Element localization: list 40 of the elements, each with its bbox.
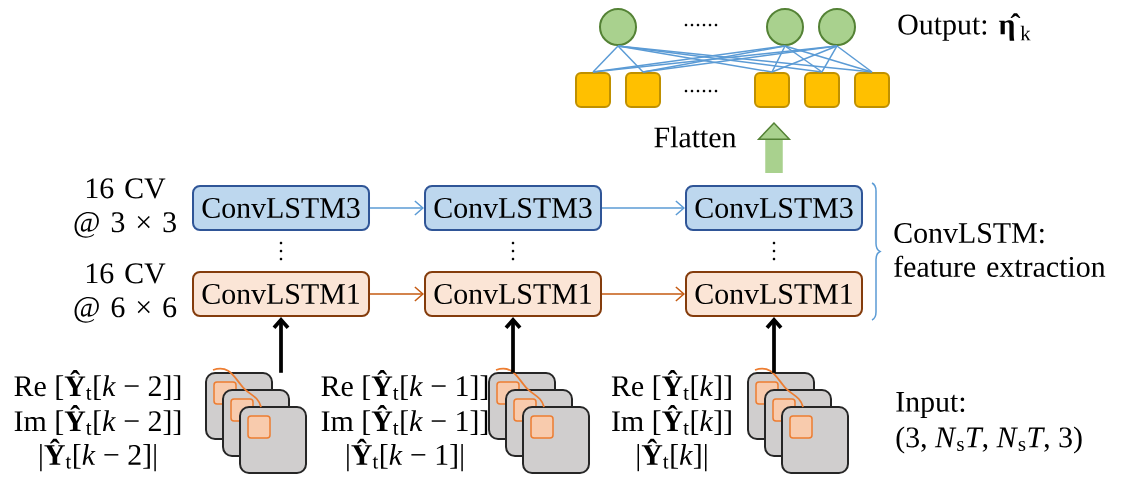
input-label: Im [Ŷ$_{t}$[k − 1]] [321, 405, 488, 435]
layer-box: ConvLSTM1 [192, 271, 370, 317]
layer-box: ConvLSTM1 [685, 271, 863, 317]
input-label: |Ŷ$_{t}$[k − 2]| [40, 438, 156, 472]
arrow [369, 286, 424, 302]
input-label: |Ŷ$_{t}$[k]| [637, 438, 707, 472]
arrow [601, 286, 685, 302]
layer-box: ConvLSTM3 [192, 185, 370, 231]
neuron-square [625, 72, 661, 108]
input-label: Re [Ŷ$_{t}$[k − 1]] [321, 370, 488, 400]
neuron-circle [766, 8, 804, 46]
neuron-square [754, 72, 790, 108]
feature-map-stack-drawing [205, 367, 307, 474]
annotation-text: Output: η̂$_{k}$ [898, 13, 1031, 41]
arrow [765, 317, 783, 373]
annotation-text: Input: [896, 392, 965, 418]
annotation-text: 16 CV @ 3 × 3 [74, 178, 176, 238]
feature-map-stack-drawing [747, 367, 849, 474]
annotation-text: ConvLSTM: feature extraction [894, 223, 1106, 277]
neuron-circle [818, 8, 856, 46]
edge-label: Flatten [652, 125, 738, 149]
input-label: Re [Ŷ$_{t}$[k]] [611, 370, 731, 400]
arrow [601, 200, 685, 216]
annotation-text: 16 CV @ 6 × 6 [74, 263, 177, 323]
arrow [272, 317, 290, 373]
input-label: Im [Ŷ$_{t}$[k]] [612, 405, 731, 435]
neuron-circle [599, 8, 637, 46]
input-label: Re [Ŷ$_{t}$[k − 2]] [14, 370, 181, 400]
neuron-square [575, 72, 611, 108]
input-label: |Ŷ$_{t}$[k − 1]| [347, 438, 463, 472]
neuron-square [854, 72, 890, 108]
feature-map-stack-drawing [488, 367, 590, 474]
layer-box: ConvLSTM3 [424, 185, 602, 231]
layer-box: ConvLSTM3 [685, 185, 863, 231]
neuron-square [804, 72, 840, 108]
layer-box: ConvLSTM1 [424, 271, 602, 317]
arrow [369, 200, 424, 216]
arrow [504, 317, 522, 373]
input-label: Im [Ŷ$_{t}$[k − 2]] [14, 405, 181, 435]
annotation-text: (3, N$_{s}$T, N$_{s}$T, 3) [896, 426, 1082, 454]
